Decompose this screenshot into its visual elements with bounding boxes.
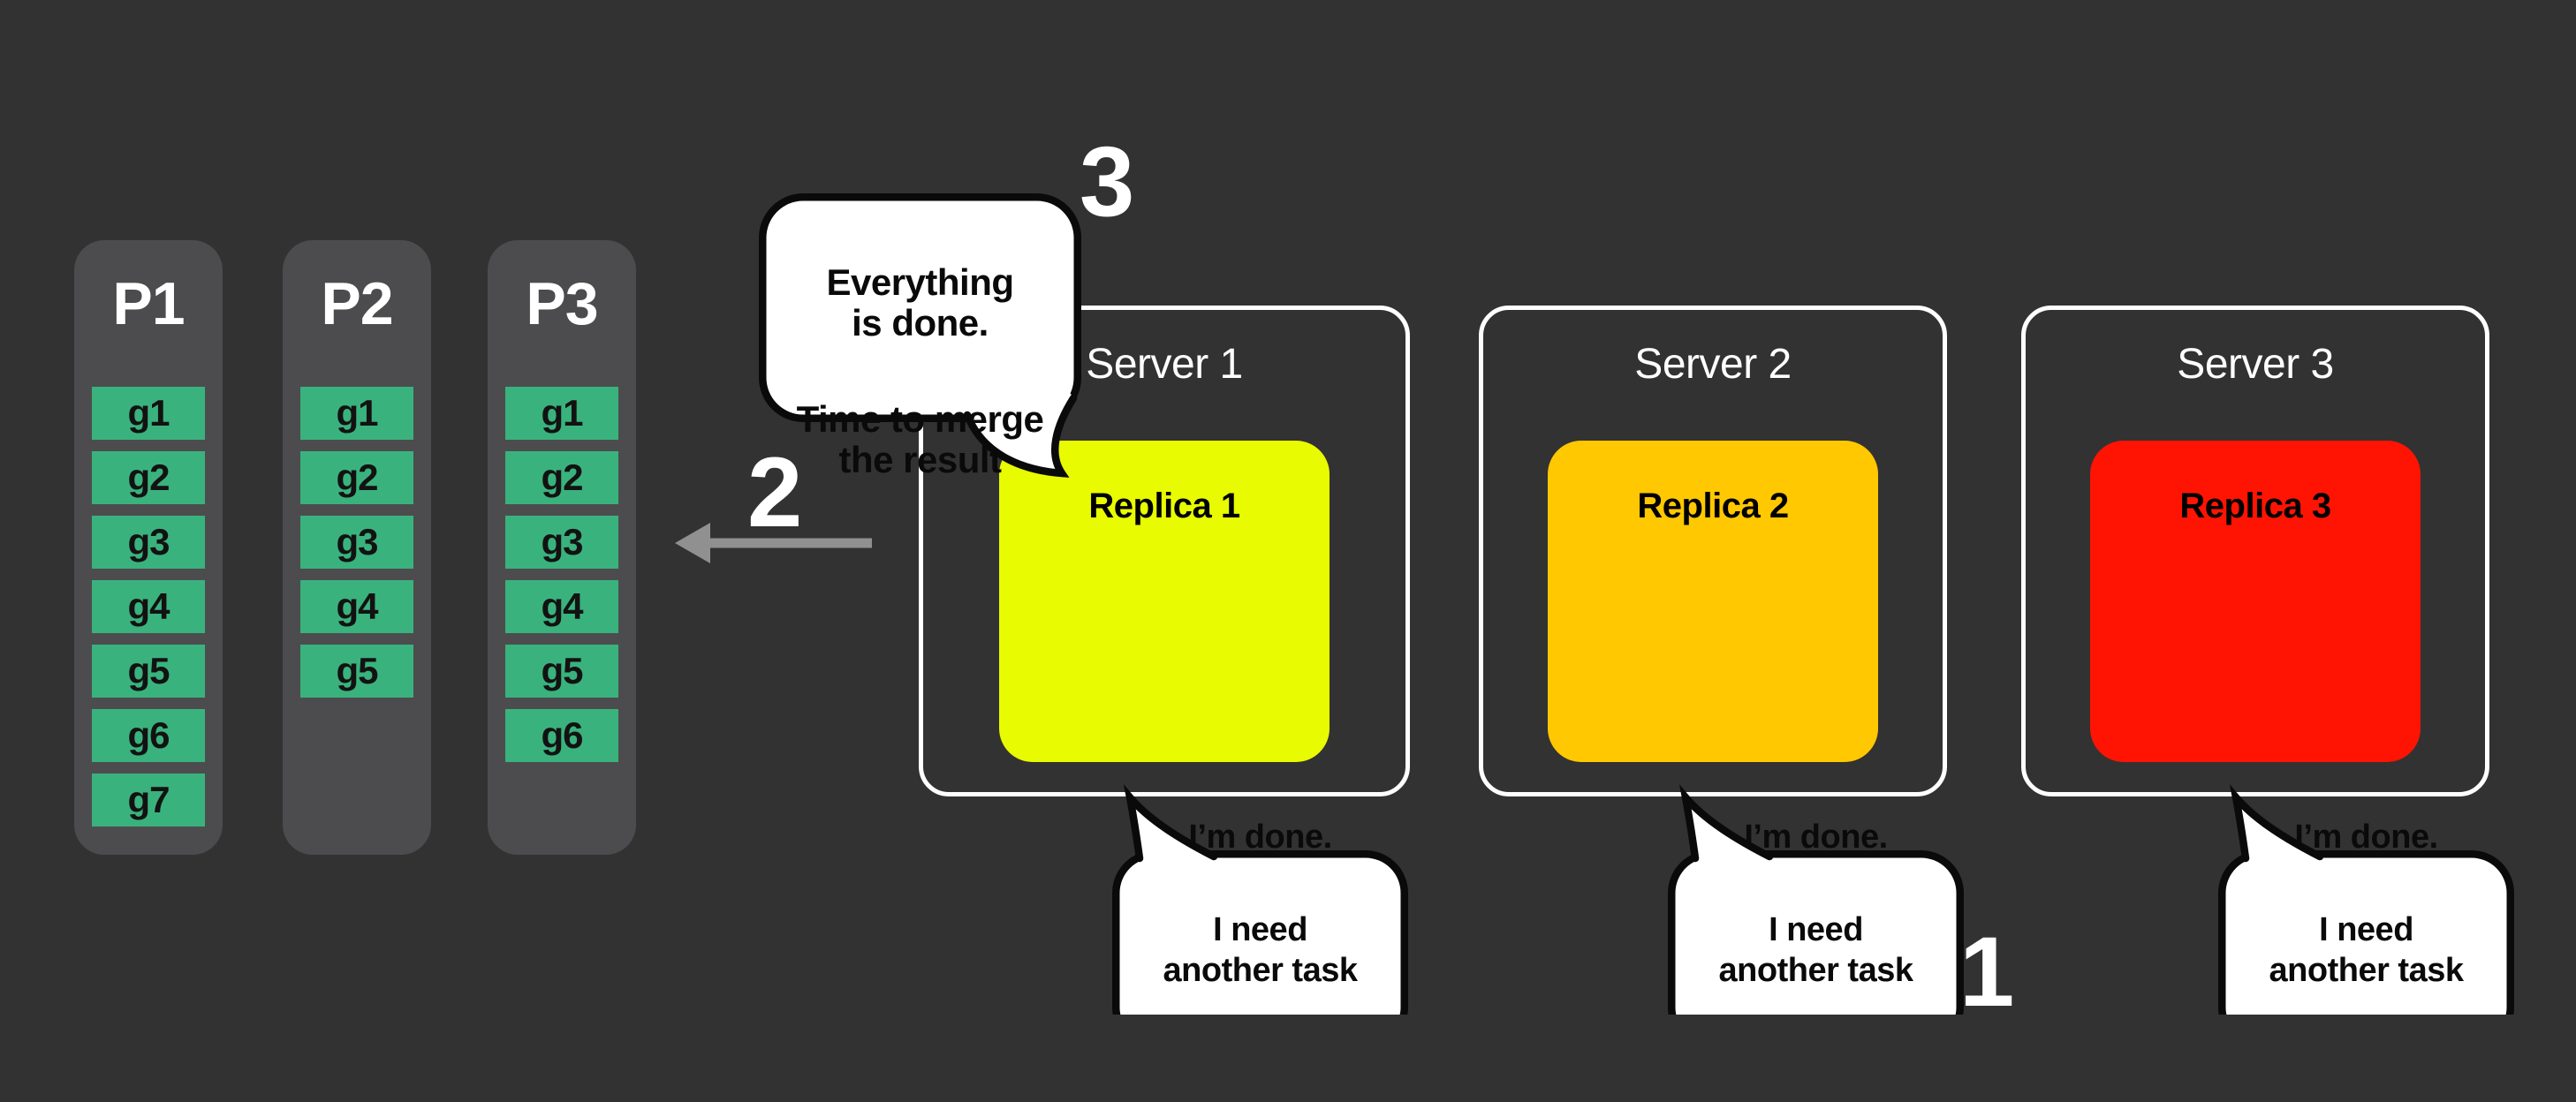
merge-bubble-line-1: Everything is done.	[826, 261, 1014, 344]
task-block: g5	[300, 645, 413, 698]
task-block: g5	[92, 645, 205, 698]
task-list: g1 g2 g3 g4 g5 g6	[488, 387, 636, 762]
done-speech-bubble-2: I’m done. I need another task	[1668, 744, 1964, 1015]
step-1-label: 1	[1959, 917, 2015, 1027]
done-bubble-text: I’m done. I need another task	[2218, 776, 2514, 1032]
partition-column-p1: P1 g1 g2 g3 g4 g5 g6 g7	[74, 240, 223, 855]
task-block: g3	[300, 516, 413, 569]
done-bubble-line-1: I’m done.	[2294, 819, 2438, 857]
task-block: g5	[505, 645, 618, 698]
task-block: g3	[92, 516, 205, 569]
task-block: g4	[300, 580, 413, 633]
speech-bubble-shape	[759, 193, 1081, 478]
task-list: g1 g2 g3 g4 g5	[283, 387, 431, 698]
done-speech-bubble-3: I’m done. I need another task	[2218, 744, 2514, 1015]
step-3-label: 3	[1080, 126, 1135, 237]
server-box-3: Server 3 Replica 3	[2021, 306, 2489, 796]
done-bubble-line-1: I’m done.	[1188, 819, 1332, 857]
task-block: g3	[505, 516, 618, 569]
task-block: g6	[92, 709, 205, 762]
partition-title: P3	[526, 270, 598, 337]
partition-title: P2	[321, 270, 393, 337]
replica-box-3: Replica 3	[2090, 441, 2421, 762]
merge-direction-arrow-icon	[675, 523, 872, 563]
task-block: g1	[505, 387, 618, 440]
replica-box-1: Replica 1	[999, 441, 1330, 762]
partition-column-p2: P2 g1 g2 g3 g4 g5	[283, 240, 431, 855]
partition-column-p3: P3 g1 g2 g3 g4 g5 g6	[488, 240, 636, 855]
replica-title: Replica 3	[2179, 487, 2331, 525]
task-block: g6	[505, 709, 618, 762]
merge-bubble-line-2: Time to merge the result	[796, 397, 1044, 480]
done-bubble-line-2: I need another task	[2269, 911, 2464, 990]
task-block: g1	[300, 387, 413, 440]
replica-box-2: Replica 2	[1548, 441, 1878, 762]
done-bubble-line-2: I need another task	[1163, 911, 1358, 990]
done-speech-bubble-1: I’m done. I need another task	[1112, 744, 1408, 1015]
done-bubble-line-2: I need another task	[1718, 911, 1913, 990]
step-2-label: 2	[747, 437, 803, 547]
partition-title: P1	[112, 270, 185, 337]
server-title: Server 2	[1634, 341, 1792, 388]
task-block: g2	[300, 451, 413, 504]
task-block: g4	[505, 580, 618, 633]
done-bubble-text: I’m done. I need another task	[1668, 776, 1964, 1032]
server-title: Server 1	[1086, 341, 1243, 388]
replica-title: Replica 1	[1088, 487, 1240, 525]
server-box-1: Server 1 Replica 1	[919, 306, 1410, 796]
task-block: g7	[92, 774, 205, 826]
merge-bubble-text: Everything is done. Time to merge the re…	[759, 222, 1081, 521]
speech-bubble-shape	[1112, 783, 1408, 1015]
server-title: Server 3	[2177, 341, 2334, 388]
task-block: g2	[92, 451, 205, 504]
done-bubble-line-1: I’m done.	[1744, 819, 1888, 857]
replica-title: Replica 2	[1637, 487, 1789, 525]
speech-bubble-shape	[1668, 783, 1964, 1015]
task-block: g4	[92, 580, 205, 633]
done-bubble-text: I’m done. I need another task	[1112, 776, 1408, 1032]
speech-bubble-shape	[2218, 783, 2514, 1015]
task-block: g1	[92, 387, 205, 440]
task-list: g1 g2 g3 g4 g5 g6 g7	[74, 387, 223, 826]
merge-speech-bubble: Everything is done. Time to merge the re…	[759, 193, 1081, 498]
task-block: g2	[505, 451, 618, 504]
server-box-2: Server 2 Replica 2	[1479, 306, 1947, 796]
